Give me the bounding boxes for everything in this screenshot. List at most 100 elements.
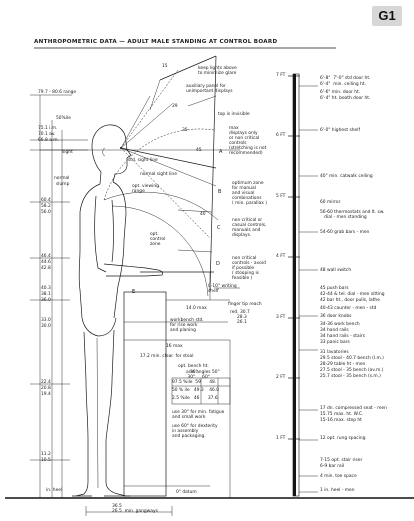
height-note: 17 dn. compressed seat - men xyxy=(320,406,387,411)
opt-viewing-label: opt. viewing range xyxy=(132,184,159,194)
height-note: 1 in. heel - men xyxy=(320,488,355,493)
dim-value: 75.1 i.m. xyxy=(38,126,58,131)
percentile-label: 50%ile xyxy=(56,116,71,121)
dim-value: 66.8 a.m. xyxy=(38,138,59,143)
eye-note: slump xyxy=(56,182,70,187)
std-sight-label: std. sight line xyxy=(128,158,158,163)
height-note: 6'-6" min. door ht. xyxy=(320,90,361,95)
max-14-label: 14.0 max xyxy=(186,306,207,311)
height-note: 6'-0" highest shelf xyxy=(320,128,361,133)
writing-shelf-note: 0-10° writing shelf xyxy=(208,284,237,294)
height-note: 25.7 stool - 35 bench (s.m.) xyxy=(320,374,381,379)
height-note: 28-29 table ht - men xyxy=(320,362,366,367)
scale-label-1ft: 1 FT xyxy=(276,436,286,441)
zone-letter: B xyxy=(218,189,222,195)
height-note: 6'-8" 7'-0" std door ht. xyxy=(320,76,371,81)
lower-sight-line xyxy=(120,147,211,239)
avoid-controls-note: non critical controls - avoid if possibl… xyxy=(232,256,266,281)
zone-letter: E xyxy=(132,289,136,295)
glare-note: keep lights above to minimize glare xyxy=(198,66,237,76)
angle-label: 29 xyxy=(172,104,178,109)
height-note: 42-44 & tel. dial - men sitting xyxy=(320,292,385,297)
angle-label: 45 xyxy=(196,148,202,153)
heel-label: in. heel xyxy=(46,488,63,493)
left-dim: 20.8 xyxy=(41,386,51,391)
left-dim: 11.2 xyxy=(41,452,51,457)
left-dim: 33.0 xyxy=(41,318,51,323)
angle-label: 30° xyxy=(190,370,198,375)
datum-label: 0° datum xyxy=(176,490,197,495)
height-note: 34 hand rails - stairs xyxy=(320,334,366,339)
zone-letter: A xyxy=(219,149,223,155)
control-board-front xyxy=(209,55,217,291)
upper-sight-line xyxy=(120,69,179,149)
angle-label: 15 xyxy=(162,64,168,69)
height-note: 40-43 counter - men - std xyxy=(320,306,377,311)
sheet-badge: G1 xyxy=(372,6,402,26)
scale-label-5ft: 5 FT xyxy=(276,194,286,199)
bench-row-3: 2.5 %ile 46 37.6 xyxy=(172,396,218,401)
zone-letter: D xyxy=(216,261,220,267)
top-invisible-note: top is invisible xyxy=(218,112,250,117)
left-dim: 40.3 xyxy=(41,286,51,291)
left-dim: 30.0 xyxy=(41,324,51,329)
max-16-label: 16 max xyxy=(166,344,183,349)
height-note: 7-15 opt. stair riser xyxy=(320,458,363,463)
height-note: 27.5 stool - 35 bench (av.m.) xyxy=(320,368,384,373)
reach-arc-upper xyxy=(103,128,215,201)
height-note: 42 bar ht., door pulls, lathe xyxy=(320,298,380,303)
workbench-box xyxy=(123,291,167,497)
height-note: 36 door knobs xyxy=(320,314,352,319)
left-dim: 19.4 xyxy=(41,392,51,397)
height-note: 54-60 grab bars - men xyxy=(320,230,370,235)
scale-label-2ft: 2 FT xyxy=(276,375,286,380)
eye-note: sight xyxy=(62,150,73,155)
height-note: 34-36 work bench xyxy=(320,322,360,327)
left-dim: 56.0 xyxy=(41,210,51,215)
left-dim: 60.4 xyxy=(41,198,51,203)
height-note: 4 min. toe space xyxy=(320,474,357,479)
use-60-note: use 60° for dexterity in assembly and pa… xyxy=(172,424,218,439)
height-note: 15-16 max. step ht xyxy=(320,418,362,423)
stool-clearance: 17.2 min. clear. for stool xyxy=(140,354,194,359)
workbench-note: workbench std. for rise work and planing xyxy=(170,318,204,333)
arm-angles: arm angles 30° 60° xyxy=(186,370,211,380)
zone-letter: C xyxy=(217,225,221,231)
height-note: 6'-4" min. ceiling ht. xyxy=(320,82,366,87)
non-critical-note: non critical or casual controls, manuals… xyxy=(232,218,267,238)
dim-value: 70.1 av. xyxy=(38,132,56,137)
height-note: 6-9 bar rail xyxy=(320,464,345,469)
height-note: 15.75 max. ht. W.C. xyxy=(320,412,364,417)
normal-sight-label: normal sight line xyxy=(140,172,177,177)
normal-sight-line xyxy=(120,147,217,187)
left-dim: 44.6 xyxy=(41,260,51,265)
left-dim: 38.1 xyxy=(41,292,51,297)
scale-label-7ft: 7 FT xyxy=(276,73,286,78)
height-scale xyxy=(288,73,318,497)
reach-values: red. 30.7 28.3 26.1 xyxy=(230,310,250,325)
angle-label: 40 xyxy=(200,212,206,217)
max-displays-note: max displays only or non critical contro… xyxy=(229,126,267,156)
sheet-title: ANTHROPOMETRIC DATA — ADULT MALE STANDIN… xyxy=(34,39,278,45)
auxiliary-panel-note: auxiliary panel for unimportant displays xyxy=(186,84,233,94)
height-note: 33 panic bars xyxy=(320,340,350,345)
bench-row-1: 97.5 %ile 59 48. xyxy=(172,380,217,385)
angle-label: 35 xyxy=(182,128,188,133)
scale-label-4ft: 4 FT xyxy=(276,254,286,259)
opt-bench-title: opt. bench ht. xyxy=(178,364,209,369)
scale-label-6ft: 6 FT xyxy=(276,133,286,138)
height-note: 31 lavatories xyxy=(320,350,349,355)
height-note: 6'-4" ht. booth door ht. xyxy=(320,96,371,101)
left-dim: 46.4 xyxy=(41,254,51,259)
height-note: 34 hand rails xyxy=(320,328,349,333)
eye-note: normal xyxy=(54,176,70,181)
height-note: 45 push bars xyxy=(320,286,349,291)
bench-row-2: 50 % ile 49.3 46.0 xyxy=(172,388,220,393)
height-note: 29.5 stool - 40.7 bench (l.m.) xyxy=(320,356,384,361)
gangway-label: 36.5 26.5 min. gangways xyxy=(112,504,158,514)
optimum-zone-note: optimum zone for manual and visual combi… xyxy=(232,181,267,206)
use-30-note: use 30° for min. fatigue and small work xyxy=(172,410,225,420)
height-note: 40" min. catwalk ceiling xyxy=(320,174,373,179)
